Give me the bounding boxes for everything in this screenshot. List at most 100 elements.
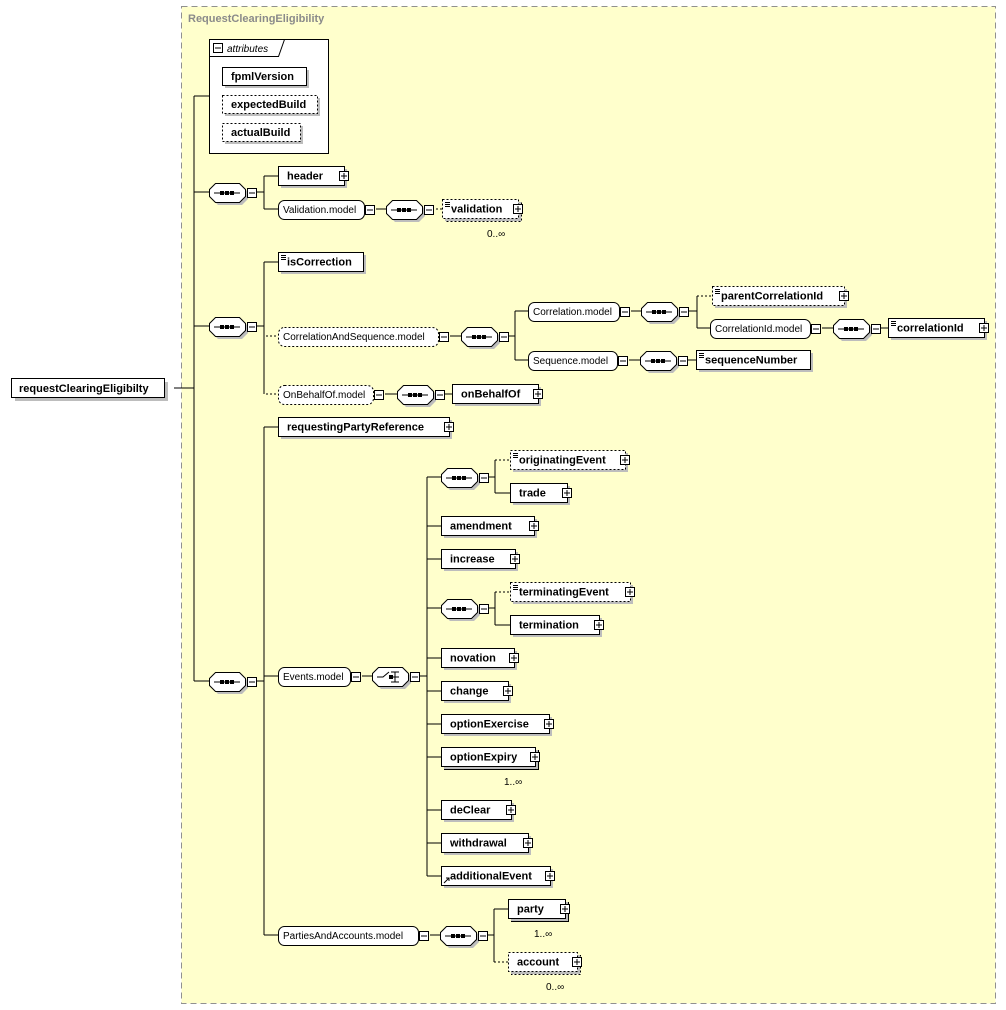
change-element[interactable]: change <box>441 681 513 704</box>
option-exercise-element-label: optionExercise <box>450 719 529 731</box>
validation-model[interactable]: Validation.model <box>278 200 375 220</box>
expand-icon[interactable] <box>513 204 523 214</box>
party-element[interactable]: party <box>508 899 570 922</box>
on-behalf-of-model-label: OnBehalfOf.model <box>283 390 365 401</box>
collapse-icon[interactable] <box>620 307 630 317</box>
sequence-number-element[interactable]: sequenceNumber <box>696 350 814 373</box>
expand-icon[interactable] <box>839 291 849 301</box>
expand-icon[interactable] <box>979 323 989 333</box>
sequence-compositor[interactable] <box>386 200 434 223</box>
sequence-compositor[interactable] <box>209 317 257 340</box>
expand-icon[interactable] <box>503 686 513 696</box>
parties-and-accounts-model[interactable]: PartiesAndAccounts.model <box>278 926 429 946</box>
collapse-icon[interactable] <box>365 205 375 215</box>
documentation-icon <box>715 289 720 294</box>
is-correction-element[interactable]: isCorrection <box>278 252 367 275</box>
collapse-icon[interactable] <box>479 604 489 614</box>
terminating-event-element[interactable]: terminatingEvent <box>510 582 635 605</box>
collapse-icon[interactable] <box>410 672 420 682</box>
sequence-model[interactable]: Sequence.model <box>528 351 628 371</box>
sequence-compositor[interactable] <box>209 672 257 695</box>
trade-element[interactable]: trade <box>510 483 572 506</box>
sequence-compositor[interactable] <box>441 468 489 491</box>
option-expiry-element-label: optionExpiry <box>450 752 518 764</box>
sequence-icon <box>214 191 240 195</box>
sequence-compositor[interactable] <box>833 319 881 342</box>
withdrawal-element[interactable]: withdrawal <box>441 833 533 856</box>
originating-event-element[interactable]: originatingEvent <box>510 450 630 473</box>
expand-icon[interactable] <box>506 805 516 815</box>
expand-icon[interactable] <box>533 389 543 399</box>
sequence-compositor[interactable] <box>397 385 445 408</box>
expand-icon[interactable] <box>509 653 519 663</box>
collapse-icon[interactable] <box>247 677 257 687</box>
collapse-icon[interactable] <box>424 205 434 215</box>
on-behalf-of-model[interactable]: OnBehalfOf.model <box>278 385 384 405</box>
de-clear-element[interactable]: deClear <box>441 800 516 823</box>
expand-icon[interactable] <box>523 838 533 848</box>
expand-icon[interactable] <box>625 587 635 597</box>
collapse-icon[interactable] <box>374 390 384 400</box>
collapse-icon[interactable] <box>678 356 688 366</box>
collapse-icon[interactable] <box>435 390 445 400</box>
on-behalf-of-element[interactable]: onBehalfOf <box>452 384 543 407</box>
collapse-icon[interactable] <box>479 473 489 483</box>
collapse-icon[interactable] <box>811 324 821 334</box>
choice-compositor[interactable] <box>372 667 420 690</box>
option-expiry-element[interactable]: optionExpiry <box>441 747 540 770</box>
collapse-icon[interactable] <box>499 332 509 342</box>
collapse-icon[interactable] <box>351 672 361 682</box>
collapse-icon[interactable] <box>419 931 429 941</box>
amendment-element[interactable]: amendment <box>441 516 539 539</box>
collapse-icon[interactable] <box>618 356 628 366</box>
sequence-compositor[interactable] <box>209 183 257 206</box>
sequence-compositor[interactable] <box>441 599 489 622</box>
sequence-compositor[interactable] <box>640 351 688 374</box>
header-element-label: header <box>287 171 324 183</box>
root-element[interactable]: requestClearingEligibilty <box>11 378 169 402</box>
correlation-model[interactable]: Correlation.model <box>528 302 630 322</box>
expand-icon[interactable] <box>444 422 454 432</box>
expand-icon[interactable] <box>620 455 630 465</box>
sequence-icon <box>446 476 472 480</box>
correlation-and-sequence-model[interactable]: CorrelationAndSequence.model <box>278 327 449 347</box>
correlation-model-label: Correlation.model <box>533 307 612 318</box>
collapse-icon[interactable] <box>247 322 257 332</box>
expand-icon[interactable] <box>529 521 539 531</box>
expand-icon[interactable] <box>544 719 554 729</box>
expand-icon[interactable] <box>545 871 555 881</box>
requesting-party-reference-element[interactable]: requestingPartyReference <box>278 417 454 440</box>
novation-element[interactable]: novation <box>441 648 519 671</box>
expand-icon[interactable] <box>572 957 582 967</box>
events-model[interactable]: Events.model <box>278 667 361 687</box>
correlation-id-model[interactable]: CorrelationId.model <box>710 319 821 339</box>
increase-element[interactable]: increase <box>441 549 520 572</box>
validation-element[interactable]: validation <box>442 199 523 222</box>
expand-icon[interactable] <box>510 554 520 564</box>
withdrawal-element-label: withdrawal <box>449 838 507 850</box>
collapse-icon[interactable] <box>439 332 449 342</box>
account-element[interactable]: account <box>508 952 582 975</box>
termination-element[interactable]: termination <box>510 615 604 638</box>
expand-icon[interactable] <box>594 620 604 630</box>
collapse-icon[interactable] <box>871 324 881 334</box>
additional-event-element[interactable]: additionalEvent <box>441 866 555 889</box>
attribute-fpmlVersion[interactable]: fpmlVersion <box>222 67 310 89</box>
attribute-actualBuild[interactable]: actualBuild <box>222 123 304 145</box>
header-element[interactable]: header <box>278 166 349 189</box>
collapse-icon[interactable] <box>679 307 689 317</box>
sequence-compositor[interactable] <box>461 327 509 350</box>
attribute-expectedBuild[interactable]: expectedBuild <box>222 95 321 117</box>
option-exercise-element[interactable]: optionExercise <box>441 714 554 737</box>
cardinality-label: 1..∞ <box>504 777 522 788</box>
expand-icon[interactable] <box>560 904 570 914</box>
collapse-icon[interactable] <box>478 931 488 941</box>
collapse-icon[interactable] <box>247 188 257 198</box>
sequence-compositor[interactable] <box>641 302 689 325</box>
expand-icon[interactable] <box>530 752 540 762</box>
expand-icon[interactable] <box>562 488 572 498</box>
parent-correlation-id-element[interactable]: parentCorrelationId <box>712 286 849 309</box>
expand-icon[interactable] <box>339 171 349 181</box>
correlation-id-element[interactable]: correlationId <box>888 318 989 341</box>
sequence-compositor[interactable] <box>440 926 488 949</box>
